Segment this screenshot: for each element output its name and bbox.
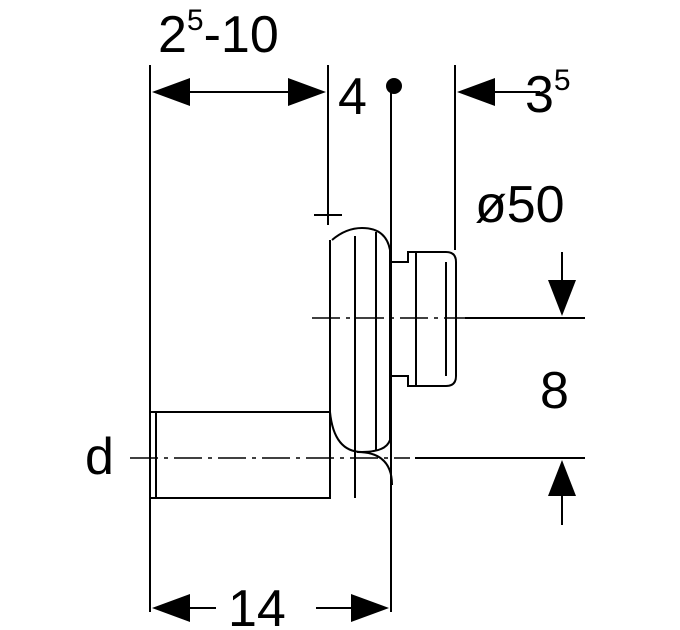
outlet-fitting: [392, 251, 457, 387]
diameter-label: ø50: [475, 176, 565, 234]
dimension-label-top-left: 25-10: [158, 4, 279, 64]
arrow-right-dim: [457, 78, 495, 106]
siphon-body: [329, 226, 391, 454]
vertical-dimension-label: 8: [540, 362, 569, 420]
dimension-label-bottom: 14: [228, 580, 286, 630]
arrow-top-left: [152, 78, 190, 106]
horizontal-pipe: [149, 411, 331, 499]
dimension-label-top-middle: 4: [338, 68, 367, 126]
pipe-diameter-label: d: [85, 428, 114, 486]
arrow-vertical-up: [548, 460, 576, 496]
arrow-bottom-left: [152, 594, 190, 622]
arrow-bottom-right: [351, 594, 389, 622]
center-point-marker: [386, 78, 402, 94]
elbow-bend: [356, 451, 393, 486]
arrow-vertical-down: [548, 280, 576, 316]
arrow-top-right: [288, 78, 326, 106]
dimension-label-top-right: 35: [525, 64, 571, 124]
